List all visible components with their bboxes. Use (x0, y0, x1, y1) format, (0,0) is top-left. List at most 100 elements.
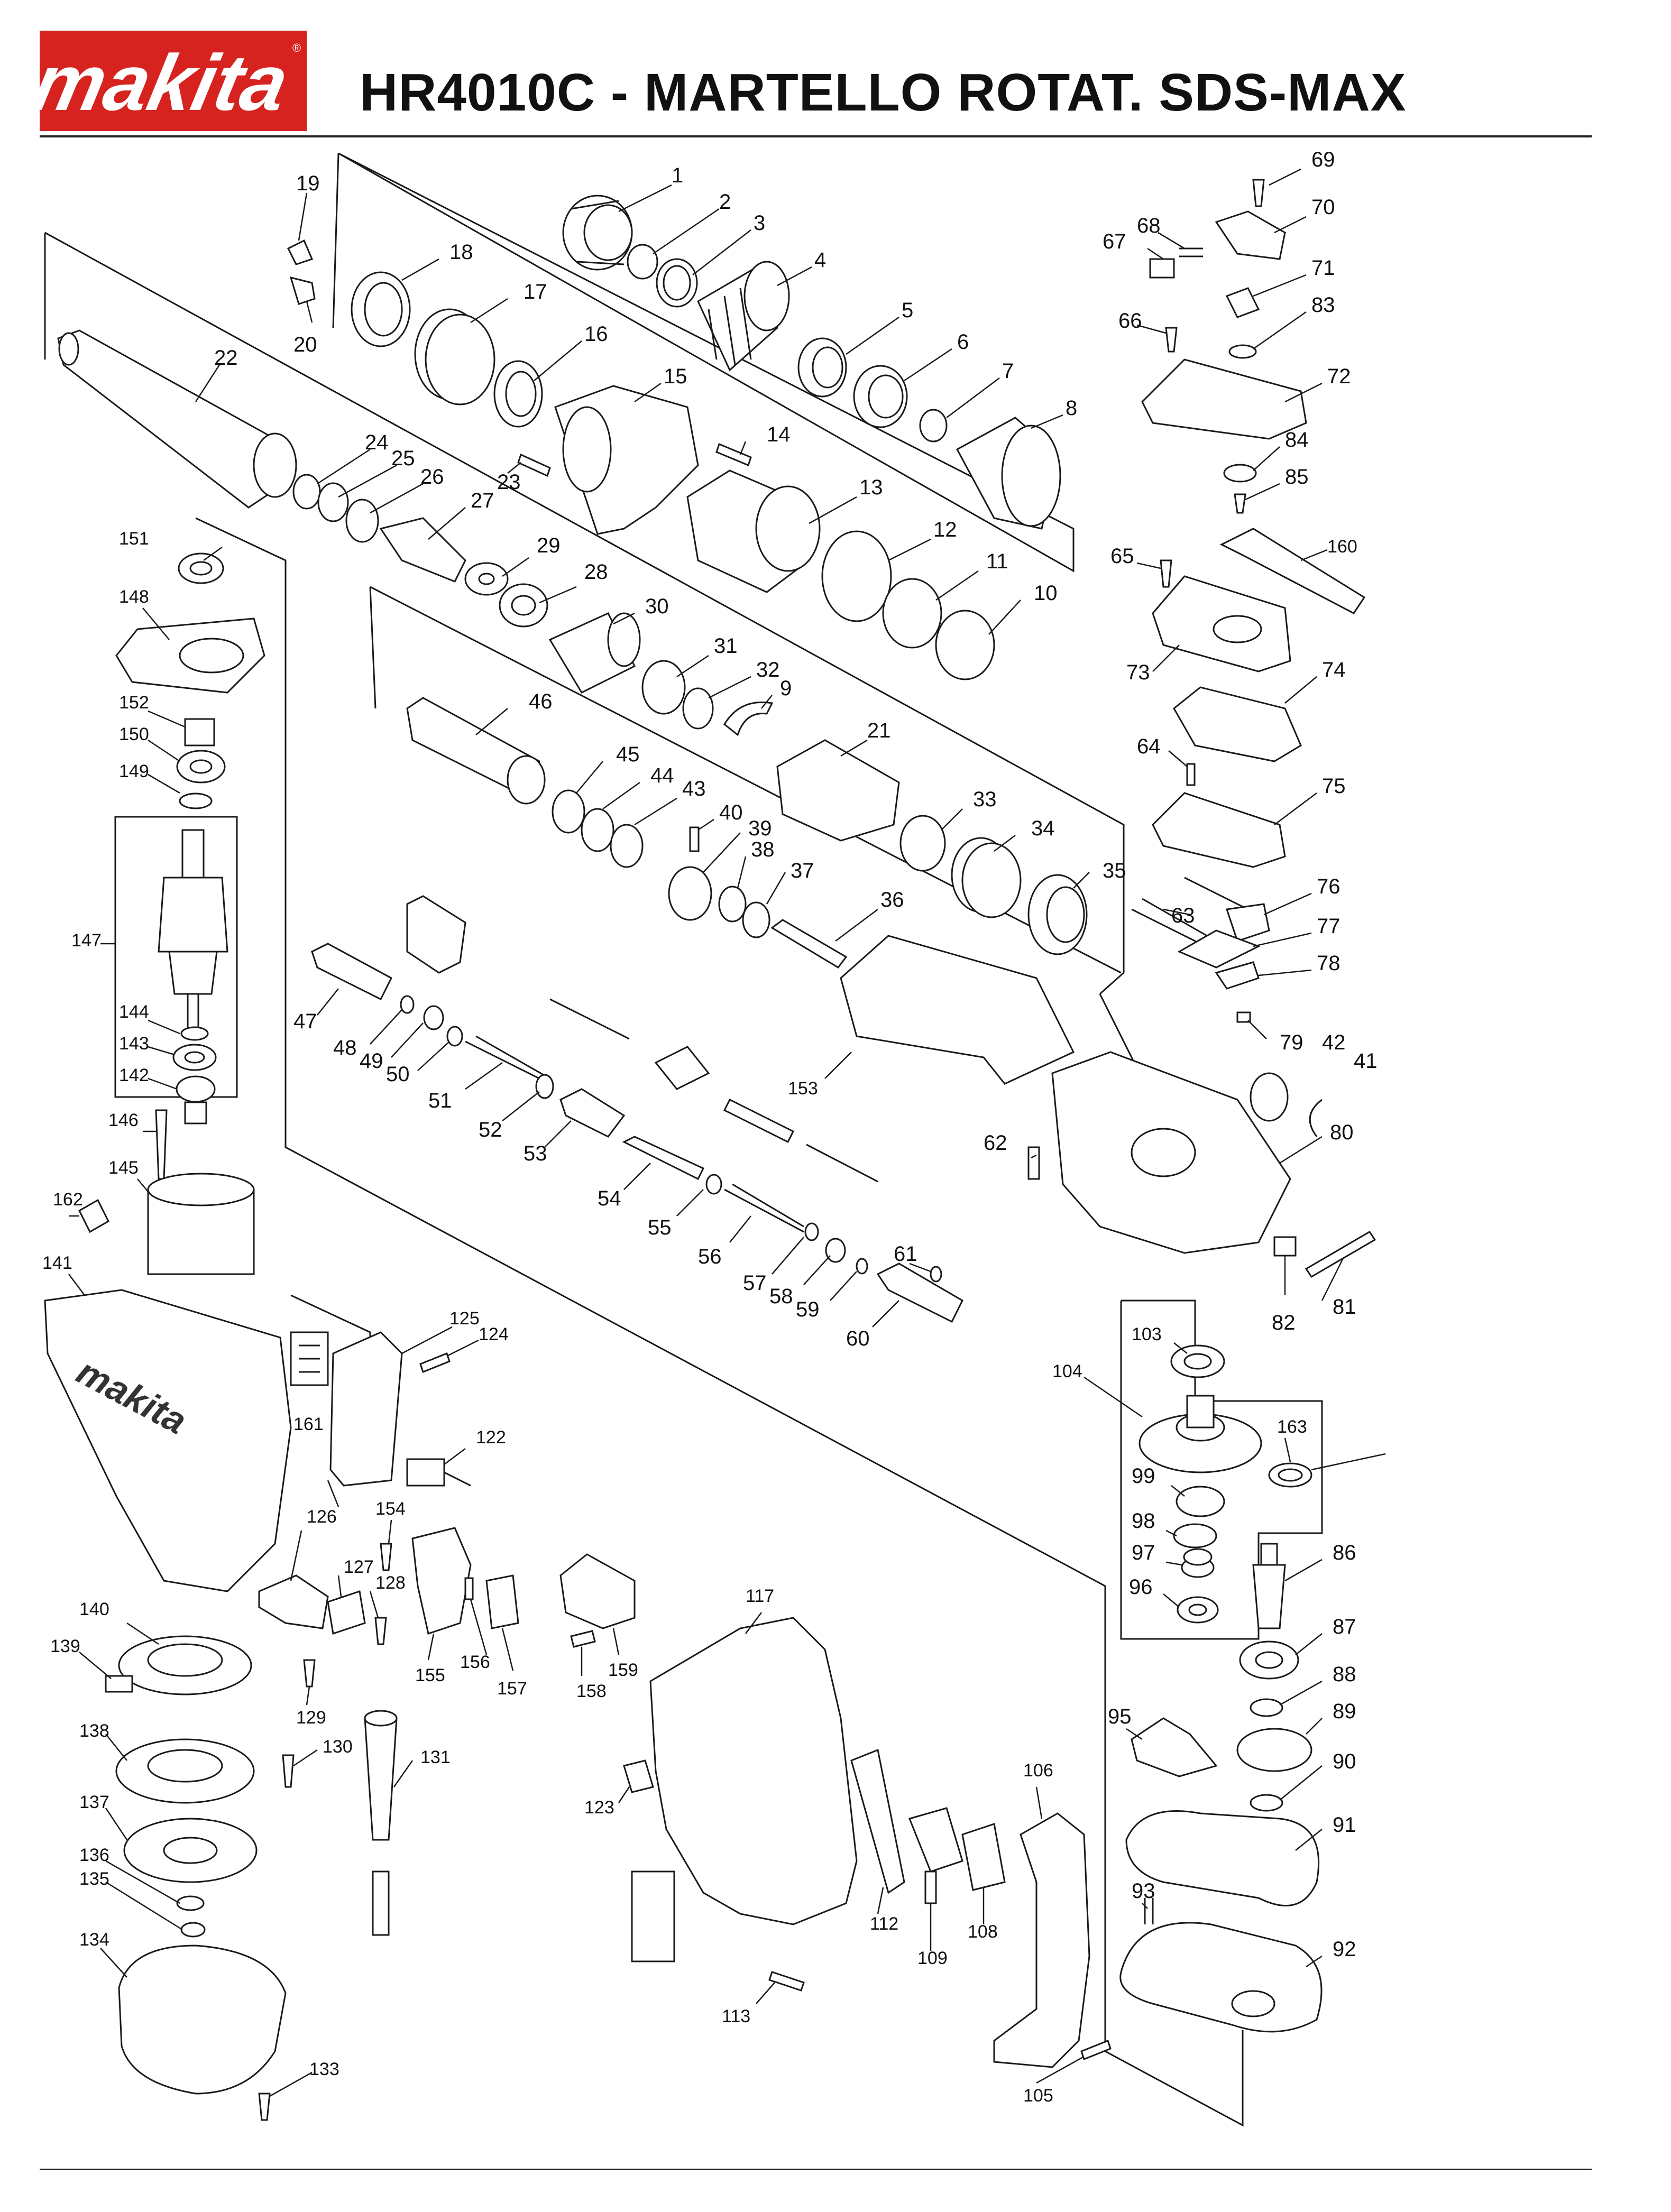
part-label-39: 39 (748, 817, 772, 840)
header-rule (40, 135, 1592, 137)
bolt-part-85 (1234, 493, 1246, 514)
part-label-60: 60 (846, 1327, 870, 1350)
clip-part-123 (623, 1759, 654, 1793)
bolt-part-14 (715, 443, 752, 467)
part-label-75: 75 (1322, 775, 1346, 798)
part-number-labels: 1 2 3 4 5 6 7 8 9 10 11 12 13 14 15 16 1… (42, 148, 1378, 2106)
part-label-112: 112 (870, 1914, 898, 1934)
part-label-109: 109 (917, 1948, 948, 1968)
part-label-68: 68 (1137, 214, 1161, 237)
page-title: HR4010C - MARTELLO ROTAT. SDS-MAX (360, 63, 1407, 122)
part-label-15: 15 (664, 365, 687, 388)
part-label-2: 2 (719, 190, 731, 214)
link-part-81 (1305, 1230, 1376, 1278)
part-label-163: 163 (1277, 1417, 1307, 1437)
part-label-3: 3 (754, 211, 765, 235)
field-part-145 (147, 1173, 255, 1275)
impact-bolt-part-47 (311, 943, 392, 1001)
grip-part-106 (993, 1812, 1090, 2068)
part-label-135: 135 (79, 1869, 109, 1889)
switch-part-155 (411, 1527, 472, 1635)
sleeve-part-152 (184, 718, 215, 746)
gear-cover-part-92 (1119, 1922, 1323, 2033)
part-label-31: 31 (714, 634, 738, 658)
part-label-50: 50 (386, 1063, 410, 1086)
part-label-67: 67 (1103, 230, 1126, 253)
ring-part-2 (627, 244, 658, 280)
part-label-158: 158 (576, 1681, 607, 1701)
cap-part-142b (184, 1101, 207, 1125)
lever-part-159 (559, 1553, 636, 1629)
screw-part-146 (155, 1109, 168, 1180)
part-label-79: 79 (1280, 1031, 1303, 1054)
pin-part-79 (1236, 1011, 1251, 1023)
bearing-part-5 (797, 337, 847, 398)
part-label-43: 43 (682, 777, 706, 800)
label-part-162 (78, 1199, 109, 1233)
part-label-22: 22 (214, 346, 238, 370)
bearing-part-103 (1170, 1344, 1225, 1378)
part-label-16: 16 (584, 322, 608, 346)
plate-part-127 (327, 1590, 366, 1635)
part-label-55: 55 (648, 1216, 672, 1239)
flange-part-18 (351, 271, 411, 347)
clutch-part-99 (1176, 1486, 1225, 1517)
clip-part-41 (1309, 1099, 1323, 1137)
resistor-part-122 (406, 1458, 471, 1487)
cylinder-part-46 (406, 697, 546, 805)
ring-part-57 (804, 1222, 819, 1241)
baffle-part-138 (115, 1738, 255, 1804)
part-label-97: 97 (1132, 1541, 1155, 1564)
part-label-139: 139 (50, 1636, 80, 1656)
part-label-46: 46 (529, 690, 553, 713)
ring-part-33 (899, 815, 946, 872)
part-label-137: 137 (79, 1792, 109, 1812)
part-label-5: 5 (902, 299, 913, 322)
part-label-133: 133 (309, 2059, 339, 2079)
part-label-142: 142 (119, 1065, 149, 1085)
washer-part-29 (464, 562, 509, 596)
screw-part-124 (419, 1352, 451, 1373)
button-part-67 (1149, 258, 1175, 279)
part-label-9: 9 (780, 677, 792, 700)
part-label-146: 146 (108, 1110, 139, 1130)
part-label-106: 106 (1023, 1761, 1053, 1781)
part-label-88: 88 (1333, 1663, 1356, 1686)
controller-part-125 (329, 1331, 403, 1487)
part-label-138: 138 (79, 1721, 109, 1741)
makita-logo: makita ® (40, 31, 307, 131)
o-ring-part-45 (552, 789, 585, 834)
part-label-14: 14 (767, 423, 791, 446)
o-ring-part-48 (400, 995, 415, 1014)
switch-part-108 (961, 1823, 1006, 1891)
connecting-rod-part-36 (770, 919, 848, 969)
piston-part-60 (876, 1262, 963, 1323)
baffle-part-148 (115, 617, 265, 694)
part-label-1: 1 (672, 164, 683, 187)
gear-part-89 (1236, 1728, 1312, 1772)
tool-holder-part-22 (57, 329, 297, 509)
bracket-part-126 (258, 1574, 329, 1629)
bolt-part-69 (1252, 179, 1265, 207)
part-label-140: 140 (79, 1599, 109, 1619)
holder-part-47b (406, 895, 466, 974)
base-part-73 (1152, 575, 1291, 672)
part-label-124: 124 (479, 1324, 509, 1344)
part-label-66: 66 (1118, 309, 1142, 333)
makita-logo-text: makita (40, 39, 296, 127)
part-label-91: 91 (1333, 1813, 1356, 1837)
part-label-6: 6 (957, 330, 969, 354)
spring-part-56 (724, 1183, 804, 1233)
part-label-25: 25 (391, 447, 415, 470)
part-label-58: 58 (769, 1285, 793, 1308)
screw-part-133 (258, 2093, 271, 2121)
fan-part-137 (123, 1818, 258, 1883)
o-ring-part-42 (1250, 1072, 1289, 1122)
part-label-65: 65 (1110, 545, 1134, 568)
part-label-99: 99 (1132, 1464, 1155, 1488)
part-label-18: 18 (449, 241, 473, 264)
part-label-48: 48 (333, 1036, 357, 1059)
part-label-30: 30 (645, 595, 669, 618)
part-label-143: 143 (119, 1034, 149, 1054)
part-label-141: 141 (42, 1253, 72, 1273)
